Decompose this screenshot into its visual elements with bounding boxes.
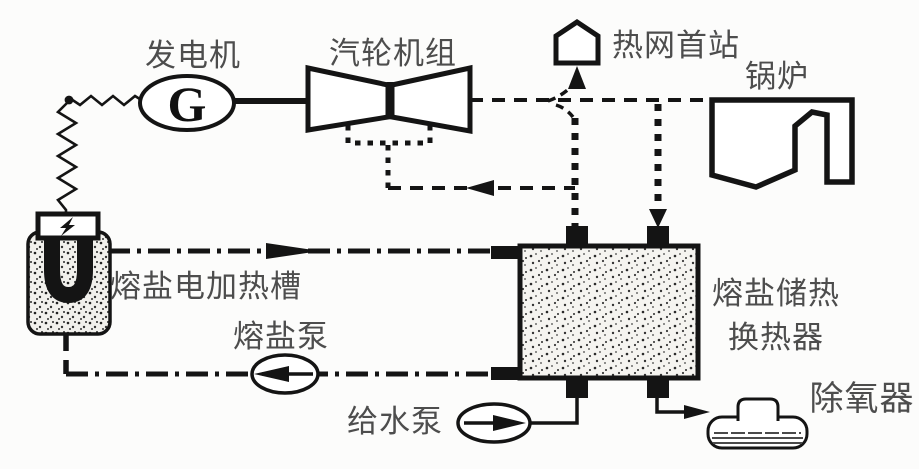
branch-curve-up [547,85,573,103]
heat-exchanger-label-line1: 熔盐储热 [712,276,840,311]
feed-pump-label: 给水泵 [347,404,443,439]
salt-pump-arrow [254,366,289,382]
deaerator-label: 除氧器 [810,380,915,418]
heater-element [44,230,93,304]
heat-exchanger-body [517,243,701,381]
deaerator-arrow [684,405,710,419]
salt-pump-label: 熔盐泵 [233,319,329,354]
hx-nozzle-top-left [566,226,588,248]
hx-nozzle-left-lower [491,367,522,380]
hx-nozzle-left-upper [491,246,522,259]
lightning-icon [60,217,75,236]
generator-label: 发电机 [145,38,241,73]
heat-network-label: 热网首站 [612,28,740,63]
electric-wire-vertical [55,100,79,215]
generator-symbol: G [168,76,207,132]
heat-network-arrow [568,66,586,89]
heater-terminal-box [35,211,101,241]
boiler-body [709,97,855,190]
electric-wire-horizontal [70,94,144,107]
heater-label: 熔盐电加热槽 [110,269,302,304]
heat-network-station [553,18,601,66]
deaerator-dome [736,397,780,421]
boiler-label: 锅炉 [745,59,809,94]
turbine-hp-section [305,64,391,133]
deaerator-line [655,398,696,414]
hx-nozzle-bottom-right [647,376,669,398]
heater-tank [26,230,112,336]
wire-corner-node [64,95,74,105]
extraction-return-arrow [466,180,494,196]
hx-nozzle-bottom-left [566,376,588,398]
steam-drop-arrow [649,209,667,228]
turbine-condenser-bracket [345,125,433,146]
turbine-lp-section [389,64,473,134]
hx-nozzle-top-right [647,226,669,248]
turbine-label: 汽轮机组 [329,36,457,71]
salt-hot-arrow [266,243,320,259]
branch-curve-down [555,103,575,119]
feed-pump-arrow [493,415,526,431]
feedwater-line [530,398,579,425]
heat-exchanger-label-line2: 换热器 [728,320,824,355]
